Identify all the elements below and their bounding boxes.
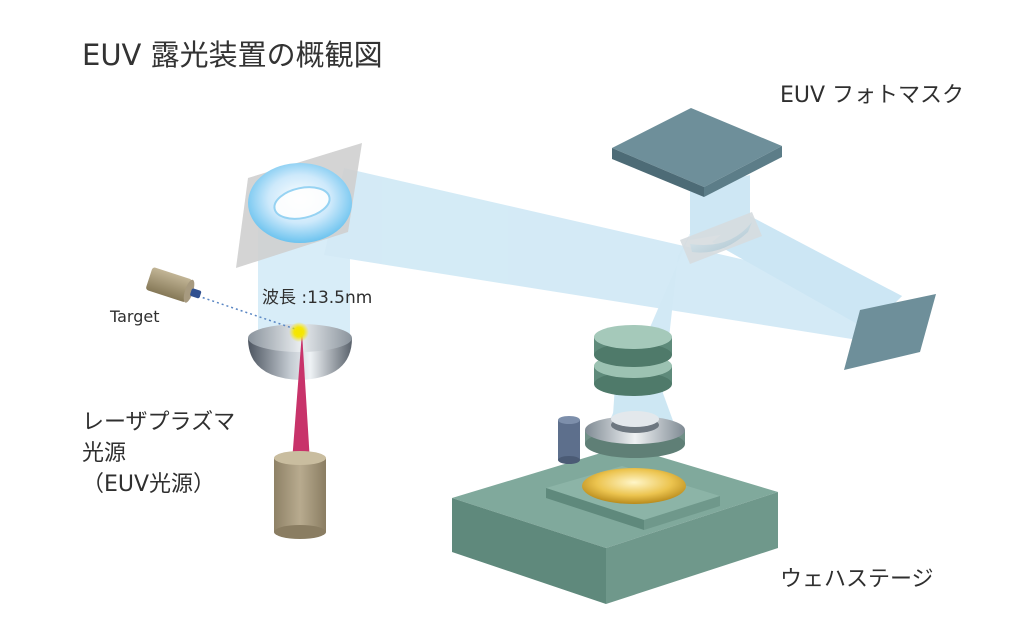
stage-chuck-right	[644, 496, 720, 530]
optics-lower-disc-bottom	[594, 372, 672, 396]
curved-mirror	[680, 212, 762, 264]
condenser-mirror	[236, 143, 362, 268]
ring-hole-highlight	[611, 411, 659, 427]
photomask-left-side	[612, 148, 704, 197]
sensor-top	[558, 416, 580, 424]
optics-upper-disc-top	[594, 325, 672, 349]
stage-chuck-left	[546, 488, 644, 530]
beam-collector-to-far-mirror	[324, 168, 902, 340]
light-source-label-line1: レーザプラズマ	[82, 410, 236, 435]
wafer-ring-assembly	[585, 411, 685, 458]
target-emitter	[146, 267, 299, 331]
condenser-mirror-highlight	[273, 186, 331, 220]
far-right-mirror	[844, 294, 936, 370]
laser-unit	[274, 451, 326, 539]
stage-right-side	[606, 492, 778, 604]
wafer-stage-label: ウェハステージ	[780, 567, 934, 592]
optics-upper-disc-bottom	[594, 343, 672, 367]
euv-photomask	[612, 108, 782, 197]
wafer	[582, 468, 686, 504]
light-source-label: レーザプラズマ 光源 （EUV光源）	[82, 408, 235, 500]
target-body	[146, 267, 192, 302]
light-source-label-line2: 光源	[82, 440, 127, 466]
diagram-title: EUV 露光装置の概観図	[82, 38, 383, 72]
target-face	[183, 279, 195, 303]
laser-top	[274, 451, 326, 465]
sensor-body	[558, 420, 580, 460]
wavelength-label: 波長 :13.5nm	[262, 288, 373, 308]
projection-optics	[594, 325, 672, 396]
curved-mirror-surface	[690, 222, 752, 253]
beam-far-mirror-to-mask	[712, 214, 902, 330]
light-source-label-line3: （EUV光源）	[82, 471, 216, 497]
photomask-right-side	[704, 146, 782, 197]
photomask-top	[612, 108, 782, 187]
photomask-label: EUV フォトマスク	[780, 83, 965, 108]
target-label: Target	[110, 307, 160, 326]
euv-beams	[258, 168, 902, 460]
plasma-point	[295, 328, 303, 336]
laser-beam	[292, 332, 310, 462]
wafer-stage	[452, 446, 778, 604]
sensor-bottom	[558, 456, 580, 464]
stage-left-side	[452, 498, 606, 604]
alignment-sensor	[558, 416, 580, 464]
laser-body	[274, 458, 326, 532]
target-nozzle	[190, 288, 202, 299]
laser-bottom	[274, 525, 326, 539]
